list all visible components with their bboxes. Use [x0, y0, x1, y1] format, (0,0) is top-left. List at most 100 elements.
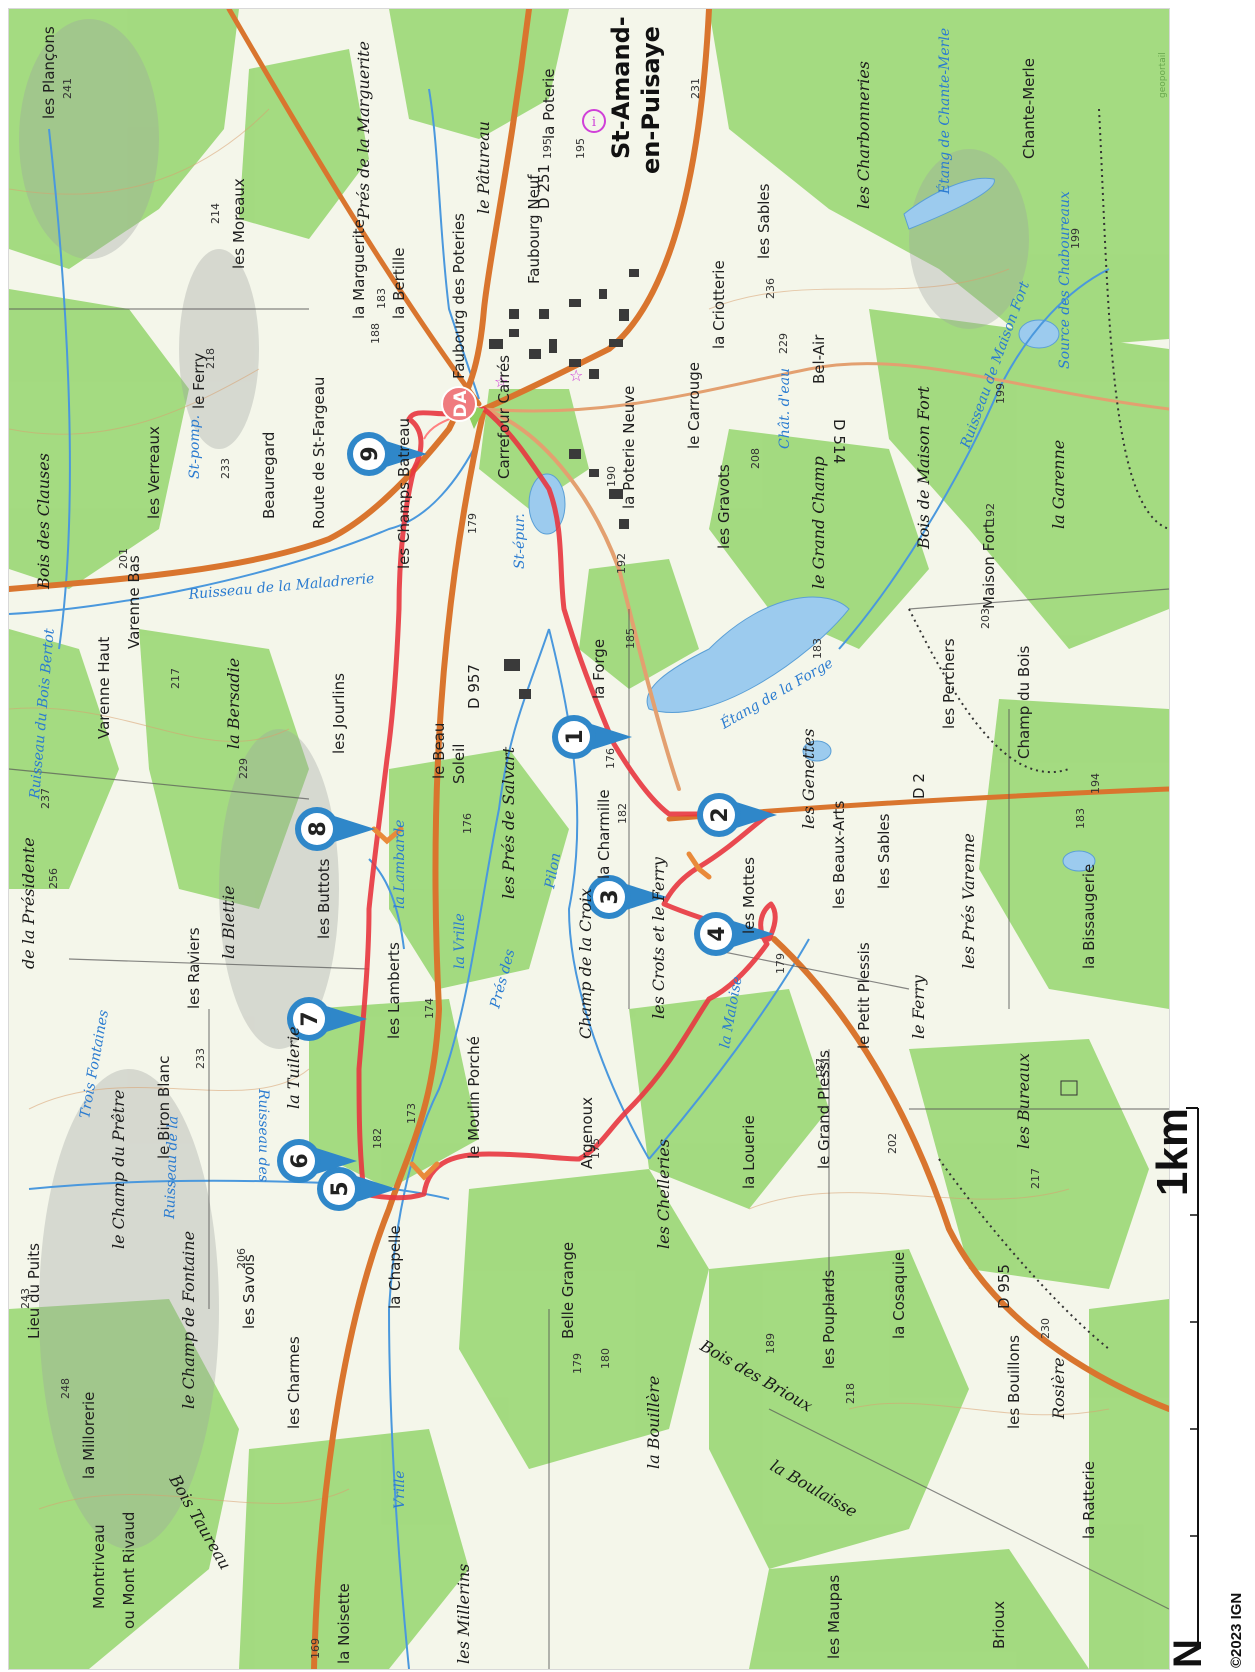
place-label: les Millerins [454, 1564, 473, 1664]
altitude-label: 183 [811, 638, 824, 659]
waypoint-marker-5[interactable]: 5 [317, 1167, 397, 1211]
waypoint-markers: 1 234 56 7 8 9 [277, 432, 777, 1211]
altitude-label: 218 [844, 1383, 857, 1404]
altitude-label: 231 [689, 78, 702, 99]
road-label: D 514 [830, 419, 848, 464]
start-marker[interactable]: DA [441, 386, 484, 429]
altitude-label: 214 [209, 203, 222, 224]
town-label: en-Puisaye [637, 26, 665, 174]
waypoint-pin-tail [383, 440, 427, 468]
altitude-label: 176 [604, 748, 617, 769]
altitude-label: 248 [59, 1378, 72, 1399]
altitude-label: 202 [886, 1133, 899, 1154]
place-label: le Ferry [190, 353, 208, 409]
waypoint-marker-1[interactable]: 1 [552, 715, 632, 759]
water-label: St-épur. [512, 513, 528, 569]
waypoint-marker-9[interactable]: 9 [347, 432, 427, 476]
etang-de-chante-merle [903, 177, 995, 230]
waypoint-pin-tail [733, 801, 777, 829]
place-label: la Garenne [1049, 440, 1068, 529]
place-label: les Raviers [185, 927, 203, 1009]
waypoint-marker-8[interactable]: 8 [295, 807, 375, 851]
direction-arrows [371, 826, 712, 1181]
road-d957 [311, 406, 487, 1669]
altitude-label: 188 [369, 323, 382, 344]
st-pomp-stream [428, 88, 480, 400]
altitude-label: 217 [169, 668, 182, 689]
place-label: la Bissaugerie [1080, 864, 1098, 969]
place-label: Soleil [450, 744, 468, 784]
altitude-label: 173 [405, 1103, 418, 1124]
hiking-route[interactable] [356, 406, 778, 1201]
waypoint-marker-3[interactable]: 3 [587, 875, 667, 919]
altitude-label: 179 [774, 953, 787, 974]
water-label: Chât. d'eau [777, 368, 793, 449]
place-label: les Bureaux [1014, 1053, 1033, 1149]
place-label: les Plançons [40, 26, 58, 119]
altitude-label: 229 [237, 758, 250, 779]
place-label: les Champs Batreau [395, 418, 413, 569]
direction-arrow [686, 851, 712, 880]
waypoint-pin-face [703, 799, 735, 831]
place-label: le Beau [430, 723, 448, 779]
waypoint-marker-2[interactable]: 2 [697, 793, 777, 837]
place-label: le Champ de Fontaine [179, 1231, 198, 1409]
place-label: la Bertille [390, 248, 408, 319]
altitude-label: 195 [574, 138, 587, 159]
place-label: les Perchers [940, 638, 958, 729]
ign-credit: ©2023 IGN [1228, 1592, 1245, 1668]
place-label: le Pâtureau [474, 121, 493, 214]
waypoint-number: 5 [328, 1181, 353, 1196]
star-icon: ☆ [494, 372, 508, 391]
altitude-label: 182 [616, 803, 629, 824]
place-label: la Noisette [335, 1583, 353, 1664]
place-label: Beauregard [260, 432, 278, 519]
waypoint-pin-tail [588, 723, 632, 751]
altitude-label: 175 [589, 1138, 602, 1159]
place-label: Rosière [1049, 1357, 1068, 1420]
town-st-amand [489, 269, 639, 699]
place-label: le Grand Plessis [815, 1050, 833, 1169]
place-label: les Bouillons [1005, 1335, 1023, 1429]
place-label: le Petit Plessis [855, 942, 873, 1049]
place-label: les Moreaux [230, 178, 248, 269]
place-label: Champ du Bois [1015, 645, 1033, 759]
place-label: Champ de la Croix [576, 888, 595, 1039]
waypoint-number: 8 [306, 821, 331, 836]
place-label: les Pouplards [820, 1270, 838, 1369]
altitude-label: 203 [979, 608, 992, 629]
road-d2 [482, 407, 681, 791]
scale-label: 1km [1148, 1108, 1197, 1197]
altitude-label: 192 [984, 503, 997, 524]
place-label: le Biron Blanc [155, 1056, 173, 1159]
altitude-label: 243 [19, 1288, 32, 1309]
place-label: les Gravots [715, 464, 733, 549]
info-icon-glyph: i [592, 115, 596, 130]
ruisseau-de-la-maladrerie [9, 438, 480, 615]
altitude-label: 189 [764, 1333, 777, 1354]
water-label: Pilon [542, 852, 564, 891]
direction-arrow [409, 1161, 440, 1181]
pond [802, 740, 832, 762]
waypoint-pin-face [353, 438, 385, 470]
altitude-label: 183 [1074, 808, 1087, 829]
etang-de-la-forge [646, 596, 850, 713]
place-label: la Bouillère [644, 1376, 663, 1469]
place-label: le Ferry [909, 974, 928, 1039]
waypoint-marker-7[interactable]: 7 [287, 997, 367, 1041]
water-label: St-pomp. [187, 415, 203, 479]
altitude-label: 218 [204, 348, 217, 369]
waypoint-marker-4[interactable]: 4 [694, 912, 774, 956]
geoportail-logo-text: geoportail [1158, 52, 1168, 98]
waypoint-marker-6[interactable]: 6 [277, 1139, 357, 1183]
altitude-label: 183 [375, 288, 388, 309]
place-label: les Crots et le Ferry [649, 856, 668, 1019]
admin-boundaries [908, 108, 1169, 1350]
altitude-label: 230 [1039, 1318, 1052, 1339]
altitude-label: 179 [466, 513, 479, 534]
place-label: la Bersadie [224, 658, 243, 749]
place-label: Argenoux [578, 1097, 596, 1169]
road-label: D 251 [535, 164, 553, 209]
place-label: le Champ du Prêtre [109, 1090, 128, 1249]
